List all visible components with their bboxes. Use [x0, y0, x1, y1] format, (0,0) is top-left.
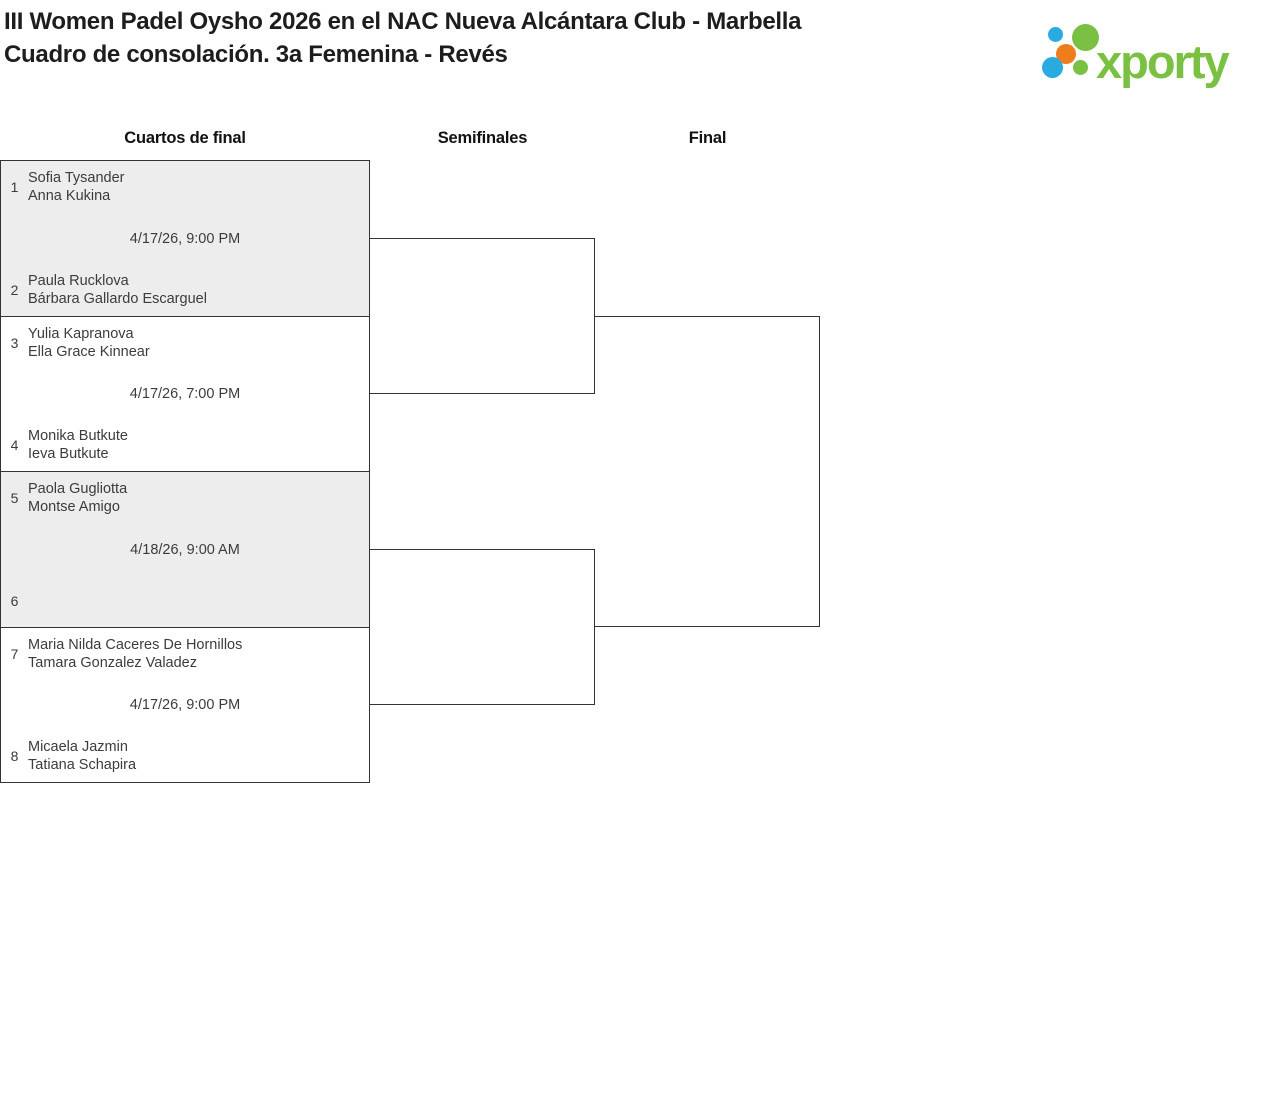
team-slot: 7 Maria Nilda Caceres De Hornillos Tamar…: [1, 636, 369, 672]
logo-dot-blue-small-icon: [1048, 27, 1063, 42]
team-slot: 2 Paula Rucklova Bárbara Gallardo Escarg…: [1, 272, 369, 308]
draw-subtitle: Cuadro de consolación. 3a Femenina - Rev…: [4, 41, 508, 68]
player-name: Bárbara Gallardo Escarguel: [28, 291, 207, 307]
match-date: 4/17/26, 9:00 PM: [129, 230, 241, 247]
match-qf-1: 1 Sofia Tysander Anna Kukina 4/17/26, 9:…: [0, 160, 370, 317]
seed-number: 3: [10, 335, 19, 351]
match-sf-1: [370, 238, 595, 394]
round-header-final: Final: [688, 129, 727, 147]
match-final: [595, 316, 820, 627]
player-name: Anna Kukina: [28, 188, 111, 204]
match-qf-3: 5 Paola Gugliotta Montse Amigo 4/18/26, …: [0, 471, 370, 628]
seed-number: 2: [10, 282, 19, 298]
player-name: Paula Rucklova: [28, 273, 129, 289]
seed-number: 1: [10, 179, 19, 195]
team-slot: 8 Micaela Jazmin Tatiana Schapira: [1, 738, 369, 774]
player-name: Maria Nilda Caceres De Hornillos: [28, 637, 243, 653]
player-name: Ella Grace Kinnear: [28, 344, 150, 360]
match-qf-4: 7 Maria Nilda Caceres De Hornillos Tamar…: [0, 627, 370, 783]
player-name: Tatiana Schapira: [28, 757, 137, 773]
match-qf-2: 3 Yulia Kapranova Ella Grace Kinnear 4/1…: [0, 316, 370, 472]
player-name: Ieva Butkute: [28, 446, 109, 462]
team-slot: 6: [1, 583, 369, 619]
seed-number: 5: [10, 490, 19, 506]
team-slot: 3 Yulia Kapranova Ella Grace Kinnear: [1, 325, 369, 361]
team-slot: 4 Monika Butkute Ieva Butkute: [1, 427, 369, 463]
seed-number: 6: [10, 593, 19, 609]
xporty-logo[interactable]: xporty: [1040, 14, 1268, 96]
logo-wordmark: xporty: [1096, 35, 1230, 88]
page-header: III Women Padel Oysho 2026 en el NAC Nue…: [4, 5, 824, 71]
logo-dot-orange-icon: [1056, 44, 1076, 64]
seed-number: 8: [10, 748, 19, 764]
player-name: Montse Amigo: [28, 499, 120, 515]
player-name: Monika Butkute: [28, 428, 128, 444]
team-slot: 5 Paola Gugliotta Montse Amigo: [1, 480, 369, 516]
seed-number: 7: [10, 646, 19, 662]
tournament-title: III Women Padel Oysho 2026 en el NAC Nue…: [4, 8, 802, 35]
logo-dot-green-large-icon: [1072, 24, 1099, 51]
seed-number: 4: [10, 437, 19, 453]
player-name: Yulia Kapranova: [28, 326, 134, 342]
player-name: Paola Gugliotta: [28, 481, 128, 497]
match-date: 4/18/26, 9:00 AM: [130, 541, 240, 558]
match-date: 4/17/26, 9:00 PM: [129, 697, 241, 713]
match-sf-2: [370, 549, 595, 705]
player-name: Tamara Gonzalez Valadez: [28, 655, 197, 671]
team-slot: 1 Sofia Tysander Anna Kukina: [1, 169, 369, 205]
logo-dot-green-small-icon: [1073, 60, 1088, 75]
logo-dot-blue-large-icon: [1042, 57, 1063, 78]
match-date: 4/17/26, 7:00 PM: [129, 386, 241, 402]
player-name: Sofia Tysander: [28, 170, 125, 186]
round-header-cuartos-de-final: Cuartos de final: [124, 129, 246, 147]
player-name: Micaela Jazmin: [28, 739, 128, 755]
round-header-semifinales: Semifinales: [437, 129, 528, 147]
